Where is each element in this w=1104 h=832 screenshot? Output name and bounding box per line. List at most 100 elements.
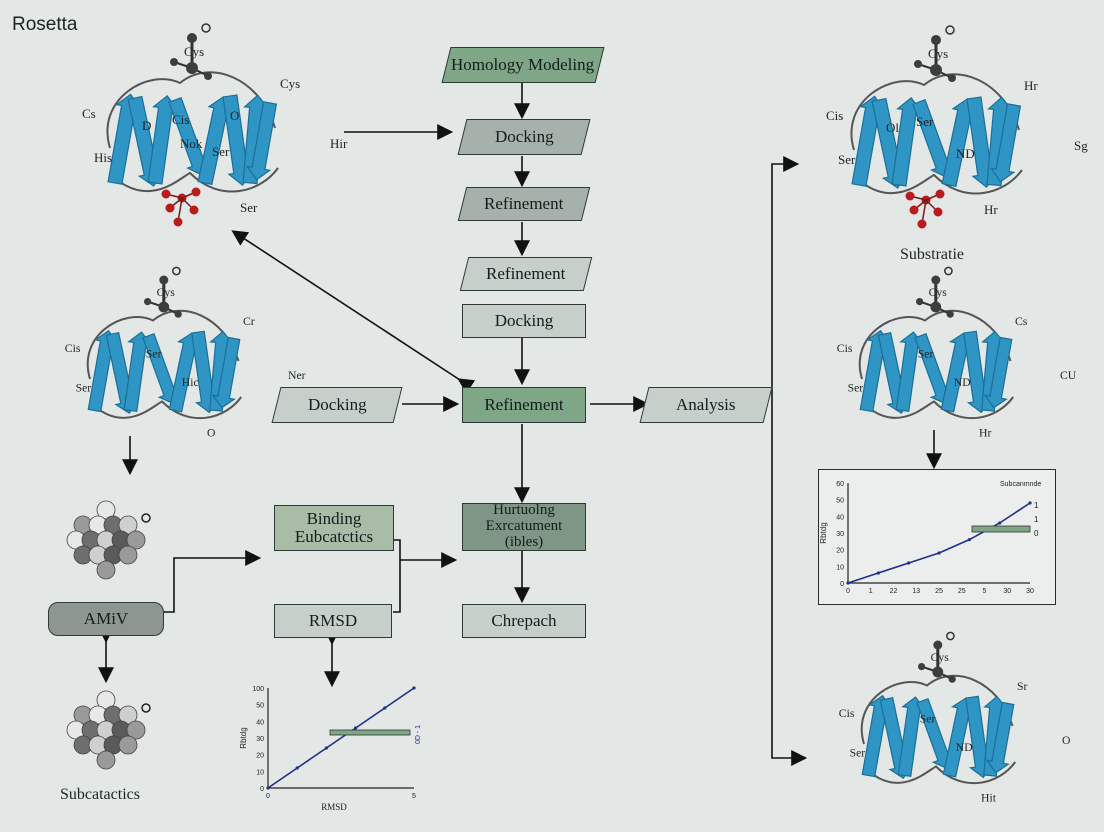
beta-strand [983, 336, 1013, 409]
atom [918, 663, 926, 671]
data-point [876, 571, 880, 575]
residue-label: Ser [240, 200, 258, 215]
substrate-atom [935, 189, 945, 199]
chrepach-box[interactable]: Chrepach [462, 604, 586, 638]
y-tick-label: 50 [836, 498, 844, 505]
legend-value: 1 [1034, 515, 1039, 524]
atom [930, 301, 942, 313]
hurtuolng-box[interactable]: Hurtuolng Exrcatument (ibles) [462, 503, 586, 551]
atom [930, 64, 942, 76]
atom [126, 720, 146, 740]
backbone-loop [858, 310, 1012, 380]
data-point [295, 766, 299, 770]
atom [932, 666, 944, 678]
atom-cluster-top [66, 500, 151, 580]
residue-label: Cis [172, 112, 189, 127]
right-plot-frame [818, 469, 1056, 605]
y-tick-label: 50 [256, 703, 264, 710]
atom-cluster-bottom [66, 690, 151, 770]
residue-label: Hr [1024, 78, 1038, 93]
x-tick-label: 25 [958, 588, 966, 595]
x-tick-label: 30 [1003, 588, 1011, 595]
atom [126, 530, 146, 550]
data-point [324, 746, 328, 750]
residue-label: Cys [157, 286, 176, 299]
residue-label: Hr [979, 427, 991, 440]
legend-title: Subcanmnde [1000, 481, 1041, 488]
residue-label: Cs [1015, 315, 1028, 328]
residue-label: Cis [839, 707, 855, 720]
atom [158, 301, 170, 313]
x-tick-label: 22 [890, 588, 898, 595]
atom [946, 631, 955, 641]
residue-label: Ser [76, 382, 92, 395]
legend-text: 0D ‑ 1 [415, 725, 422, 744]
substratie-label: Substratie [900, 246, 964, 263]
residue-label: CU [1060, 369, 1077, 382]
x-tick-label: 5 [412, 793, 416, 800]
amiv-box[interactable]: AMiV [48, 602, 164, 636]
arrow-binding-rmsd-merge [393, 539, 401, 613]
binding-box[interactable]: Binding Eubcatctics [274, 505, 394, 551]
atom [141, 513, 151, 523]
beta-strand [211, 336, 241, 409]
backbone-loop [865, 396, 1015, 420]
atom [96, 750, 116, 770]
data-point [383, 706, 387, 710]
atom [201, 23, 211, 33]
beta-strand [985, 701, 1015, 774]
subcatactics-label: Subcatactics [60, 786, 140, 803]
atom [948, 675, 956, 683]
residue-label: O [1062, 734, 1070, 747]
atom [144, 298, 152, 306]
data-point [412, 686, 416, 690]
atom [948, 74, 956, 82]
app-title: Rosetta [12, 14, 78, 35]
backbone-loop [860, 675, 1014, 745]
data-point [937, 551, 941, 555]
y-axis-label: Rbtdg [819, 522, 828, 543]
data-point [1028, 501, 1032, 505]
atom [946, 310, 954, 318]
y-tick-label: 40 [836, 514, 844, 521]
residue-label: Ser [146, 347, 162, 360]
y-tick-label: 0 [260, 786, 264, 793]
y-tick-label: 30 [836, 531, 844, 538]
x-tick-label: 1 [869, 588, 873, 595]
x-tick-label: 13 [912, 588, 920, 595]
substrate-atom [933, 207, 943, 217]
refinement-center-box[interactable]: Refinement [462, 387, 586, 423]
x-tick-label: 25 [935, 588, 943, 595]
y-axis-label: Rbtdg [239, 727, 248, 748]
y-tick-label: 20 [836, 548, 844, 555]
data-point [266, 786, 270, 790]
series-line [267, 687, 415, 789]
docking-box-2[interactable]: Docking [462, 304, 586, 338]
residue-label: Ner [288, 369, 306, 382]
rmsd-box[interactable]: RMSD [274, 604, 392, 638]
atom [118, 735, 138, 755]
residue-label: Sg [1074, 138, 1088, 153]
residue-label: ND [956, 741, 973, 754]
residue-label: Cys [928, 46, 948, 61]
atom [172, 266, 181, 276]
backbone-loop [858, 169, 1023, 195]
y-tick-label: 10 [836, 564, 844, 571]
backbone-loop [867, 761, 1017, 785]
residue-label: Hic [182, 376, 199, 389]
substrate-atom [189, 205, 199, 215]
residue-label: Cys [931, 651, 950, 664]
residue-label: D [142, 118, 151, 133]
y-tick-label: 60 [836, 481, 844, 488]
residue-label: ND [956, 146, 975, 161]
backbone-loop [86, 310, 240, 380]
substrate-atom [909, 205, 919, 215]
residue-label: Hir [330, 136, 348, 151]
substrate-atom [191, 187, 201, 197]
data-point [967, 538, 971, 542]
residue-label: Cis [837, 342, 853, 355]
